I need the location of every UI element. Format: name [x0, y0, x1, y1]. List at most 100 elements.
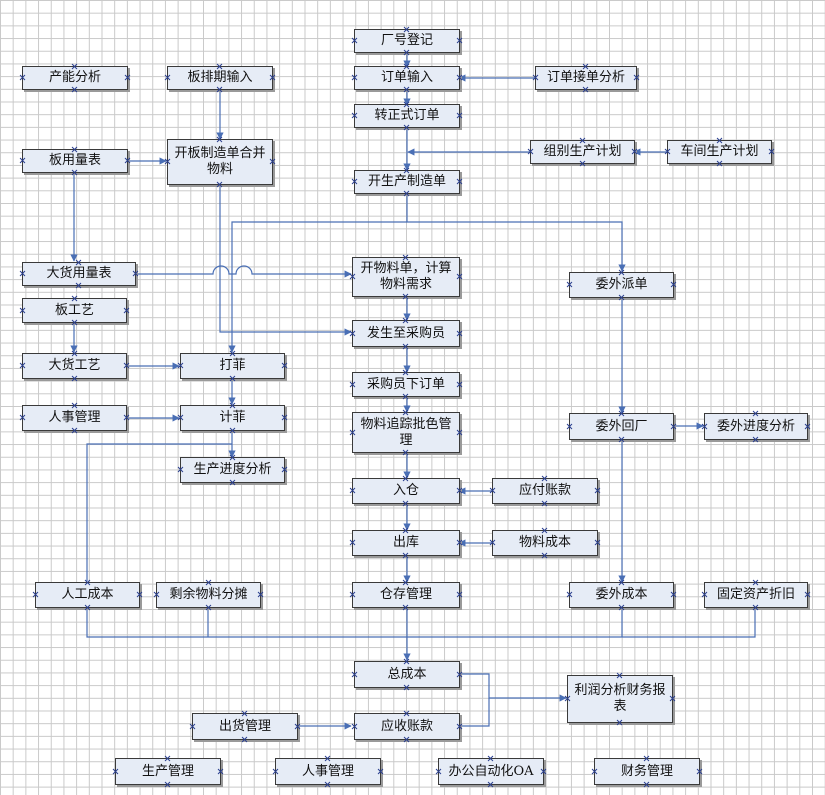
- node-fixed-asset-depreciation[interactable]: 固定资产折旧: [704, 582, 808, 608]
- connection-point: [352, 672, 357, 677]
- connection-point: [671, 282, 676, 287]
- connection-point: [350, 430, 355, 435]
- connection-point: [595, 540, 600, 545]
- connection-point: [20, 271, 25, 276]
- connection-point: [350, 592, 355, 597]
- connectors: [70, 52, 756, 730]
- node-hr-management[interactable]: 人事管理: [22, 405, 127, 431]
- connection-point: [542, 528, 547, 533]
- connection-point: [403, 410, 408, 415]
- node-office-automation-label: 办公自动化OA: [448, 763, 534, 779]
- connection-point: [258, 592, 263, 597]
- node-surplus-material[interactable]: 剩余物料分摊: [156, 582, 261, 608]
- node-material-tracking[interactable]: 物料追踪批色管理: [352, 412, 460, 453]
- connection-point: [717, 138, 722, 143]
- node-board-schedule-input[interactable]: 板排期输入: [167, 66, 273, 90]
- node-profit-analysis[interactable]: 利润分析财务报表: [567, 675, 673, 723]
- connection-point: [352, 179, 357, 184]
- node-formal-order[interactable]: 转正式订单: [354, 104, 460, 128]
- connection-point: [325, 782, 330, 787]
- connection-point: [72, 87, 77, 92]
- connection-point: [403, 370, 408, 375]
- connection-point: [242, 737, 247, 742]
- connection-point: [154, 592, 159, 597]
- node-bulk-process[interactable]: 大货工艺: [22, 353, 127, 379]
- node-inventory-management[interactable]: 仓存管理: [352, 582, 460, 608]
- connection-point: [490, 488, 495, 493]
- connection-point: [671, 592, 676, 597]
- connection-point: [282, 467, 287, 472]
- node-total-cost[interactable]: 总成本: [354, 661, 460, 688]
- connection-point: [242, 711, 247, 716]
- connection-point: [230, 376, 235, 381]
- node-capacity-analysis-label: 产能分析: [48, 70, 101, 85]
- connection-point: [595, 488, 600, 493]
- node-shipping-management[interactable]: 出货管理: [192, 713, 298, 740]
- node-profit-analysis-label: 利润分析财务报表: [574, 683, 666, 714]
- connection-point: [282, 415, 287, 420]
- node-outsourcing-cost[interactable]: 委外成本: [569, 582, 674, 608]
- node-outsourcing-progress[interactable]: 委外进度分析: [704, 413, 808, 440]
- node-labor-cost[interactable]: 人工成本: [35, 582, 140, 608]
- connection-point: [565, 696, 570, 701]
- node-production-progress-label: 生产进度分析: [193, 462, 272, 477]
- connection-point: [403, 501, 408, 506]
- connection-point: [457, 38, 462, 43]
- node-open-board-order[interactable]: 开板制造单合并物料: [167, 139, 273, 185]
- node-warehouse-out[interactable]: 出库: [352, 530, 460, 556]
- connection-point: [457, 672, 462, 677]
- node-jifei[interactable]: 计菲: [180, 405, 285, 431]
- node-group-production-plan[interactable]: 组别生产计划: [530, 140, 635, 164]
- node-open-material-list[interactable]: 开物料单，计算物料需求: [352, 257, 460, 297]
- node-material-cost[interactable]: 物料成本: [492, 530, 598, 556]
- node-hr-management-bottom[interactable]: 人事管理: [275, 758, 381, 785]
- connection-point: [206, 605, 211, 610]
- node-open-material-list-label: 开物料单，计算物料需求: [360, 261, 452, 292]
- node-open-production-order[interactable]: 开生产制造单: [354, 170, 460, 194]
- node-buyer-order[interactable]: 采购员下订单: [352, 372, 460, 397]
- connection-point: [165, 782, 170, 787]
- connection-point: [378, 769, 383, 774]
- connection-point: [352, 724, 357, 729]
- node-finance-management[interactable]: 财务管理: [594, 758, 700, 785]
- node-capacity-analysis[interactable]: 产能分析: [22, 66, 128, 90]
- connection-point: [542, 553, 547, 558]
- connection-point: [488, 756, 493, 761]
- node-accounts-receivable[interactable]: 应收账款: [354, 713, 460, 740]
- connection-point: [665, 149, 670, 154]
- node-production-management[interactable]: 生产管理: [115, 758, 221, 785]
- connection-point: [76, 260, 81, 265]
- node-factory-register[interactable]: 厂号登记: [354, 29, 460, 53]
- connection-point: [769, 149, 774, 154]
- connection-point: [457, 113, 462, 118]
- connection-point: [436, 769, 441, 774]
- connection-point: [457, 488, 462, 493]
- node-outsourcing-dispatch[interactable]: 委外派单: [569, 272, 674, 298]
- node-production-progress[interactable]: 生产进度分析: [180, 457, 285, 483]
- connector-openboard-to-buyer: [219, 184, 352, 336]
- node-outsourcing-return[interactable]: 委外回厂: [569, 413, 674, 440]
- node-board-process[interactable]: 板工艺: [22, 298, 127, 323]
- connection-point: [753, 411, 758, 416]
- node-bulk-usage[interactable]: 大货用量表: [22, 262, 136, 286]
- node-board-usage[interactable]: 板用量表: [22, 149, 128, 173]
- node-order-input[interactable]: 订单输入: [354, 66, 460, 90]
- node-workshop-production-plan[interactable]: 车间生产计划: [667, 140, 772, 164]
- node-send-to-buyer-label: 发生至采购员: [366, 325, 445, 341]
- node-office-automation[interactable]: 办公自动化OA: [438, 758, 544, 785]
- node-material-tracking-label: 物料追踪批色管理: [360, 416, 452, 448]
- connection-point: [644, 756, 649, 761]
- connection-point: [178, 415, 183, 420]
- node-accounts-payable[interactable]: 应付账款: [492, 478, 598, 504]
- connection-point: [124, 363, 129, 368]
- node-dafei[interactable]: 打菲: [180, 353, 285, 379]
- connection-point: [325, 756, 330, 761]
- connection-point: [85, 580, 90, 585]
- connection-point: [457, 592, 462, 597]
- connection-point: [113, 769, 118, 774]
- connection-point: [753, 605, 758, 610]
- node-warehouse-in[interactable]: 入仓: [352, 478, 460, 504]
- node-send-to-buyer[interactable]: 发生至采购员: [352, 320, 460, 347]
- connection-point: [457, 724, 462, 729]
- node-order-intake-analysis[interactable]: 订单接单分析: [535, 66, 637, 90]
